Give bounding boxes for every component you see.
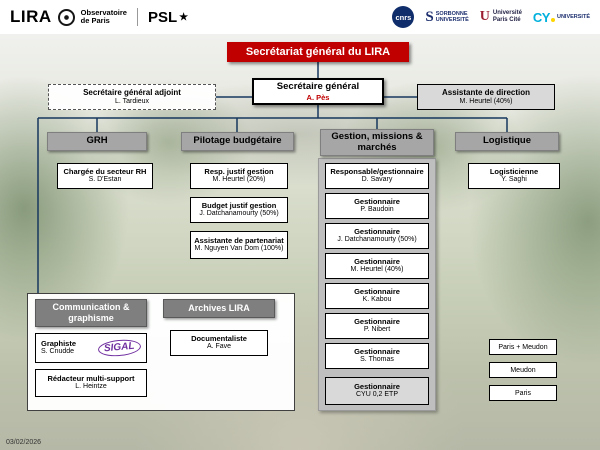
page-title: Secrétariat général du LIRA (227, 42, 409, 62)
node-gestionnaire-datchanamourty: Gestionnaire J. Datchanamourty (50%) (325, 223, 429, 249)
role-label: Secrétaire général adjoint (83, 88, 181, 97)
cy-dot-icon (550, 18, 555, 22)
psl-logo: PSL ★ (147, 8, 189, 26)
role-label: Assistante de direction (441, 88, 531, 97)
node-gestionnaire-kabou: Gestionnaire K. Kabou (325, 283, 429, 309)
sorbonne-universite-logo: S SORBONNE UNIVERSITÉ (425, 8, 469, 25)
header-communication-graphisme: Communication & graphisme (35, 299, 147, 327)
location-paris-meudon: Paris + Meudon (489, 339, 557, 355)
node-assistante-direction: Assistante de direction M. Heurtel (40%) (417, 84, 555, 110)
upc-mark-icon: U (479, 9, 490, 24)
node-resp-justif-gestion: Resp. justif gestion M. Heurtel (20%) (190, 163, 288, 189)
node-gestionnaire-cyu: Gestionnaire CYU 0,2 ETP (325, 377, 429, 405)
location-meudon: Meudon (489, 362, 557, 378)
node-gestionnaire-nibert: Gestionnaire P. Nibert (325, 313, 429, 339)
observatoire-wordmark: Observatoire de Paris (80, 8, 127, 25)
partner-logos: cnrs S SORBONNE UNIVERSITÉ U Université … (392, 6, 590, 28)
node-secretaire-general-adjoint: Secrétaire général adjoint L. Tardieux (48, 84, 216, 110)
cy-universite-logo: CY UNIVERSITÉ (532, 9, 590, 25)
psl-star-icon: ★ (179, 11, 189, 23)
node-assistante-partenariat: Assistante de partenariat M. Nguyen Van … (190, 231, 288, 259)
node-chargee-secteur-rh: Chargée du secteur RH S. D'Estan (57, 163, 153, 189)
slide-date: 03/02/2026 (6, 439, 42, 446)
node-gestionnaire-thomas: Gestionnaire S. Thomas (325, 343, 429, 369)
dept-header-grh: GRH (47, 132, 147, 151)
logo-bar: LIRA Observatoire de Paris PSL ★ cnrs S … (0, 0, 600, 34)
sorbonne-s-icon: S (425, 8, 434, 25)
cy-mark-icon: CY (532, 9, 551, 25)
node-budget-justif-gestion: Budget justif gestion J. Datchanamourty … (190, 197, 288, 223)
role-label: Secrétaire général (276, 81, 360, 93)
node-graphiste: Graphiste S. Cnudde SIGAL (35, 333, 147, 363)
dept-header-logistique: Logistique (455, 132, 559, 151)
person-name: A. Pès (306, 92, 330, 102)
header-archives-lira: Archives LIRA (163, 299, 275, 318)
node-responsable-gestionnaire: Responsable/gestionnaire D. Savary (325, 163, 429, 189)
node-gestionnaire-baudoin: Gestionnaire P. Baudoin (325, 193, 429, 219)
left-logos: LIRA Observatoire de Paris PSL ★ (10, 7, 188, 27)
dept-header-pilotage: Pilotage budgétaire (181, 132, 294, 151)
node-documentaliste: Documentaliste A. Fave (170, 330, 268, 356)
node-redacteur-multisupport: Rédacteur multi-support L. Heintze (35, 369, 147, 397)
person-name: M. Heurtel (40%) (459, 97, 513, 105)
lira-logo: LIRA (10, 7, 52, 26)
node-logisticienne: Logisticienne Y. Saghi (468, 163, 560, 189)
location-paris: Paris (489, 385, 557, 401)
universite-paris-cite-logo: U Université Paris Cité (479, 9, 522, 24)
dept-header-gestion: Gestion, missions & marchés (320, 129, 434, 156)
observatoire-logo-icon (57, 8, 75, 26)
sigal-logo: SIGAL (97, 338, 142, 358)
cnrs-logo: cnrs (392, 6, 415, 28)
person-name: L. Tardieux (114, 97, 150, 105)
node-gestionnaire-heurtel: Gestionnaire M. Heurtel (40%) (325, 253, 429, 279)
node-secretaire-general: Secrétaire général A. Pès (252, 78, 384, 105)
logo-divider (136, 8, 138, 26)
